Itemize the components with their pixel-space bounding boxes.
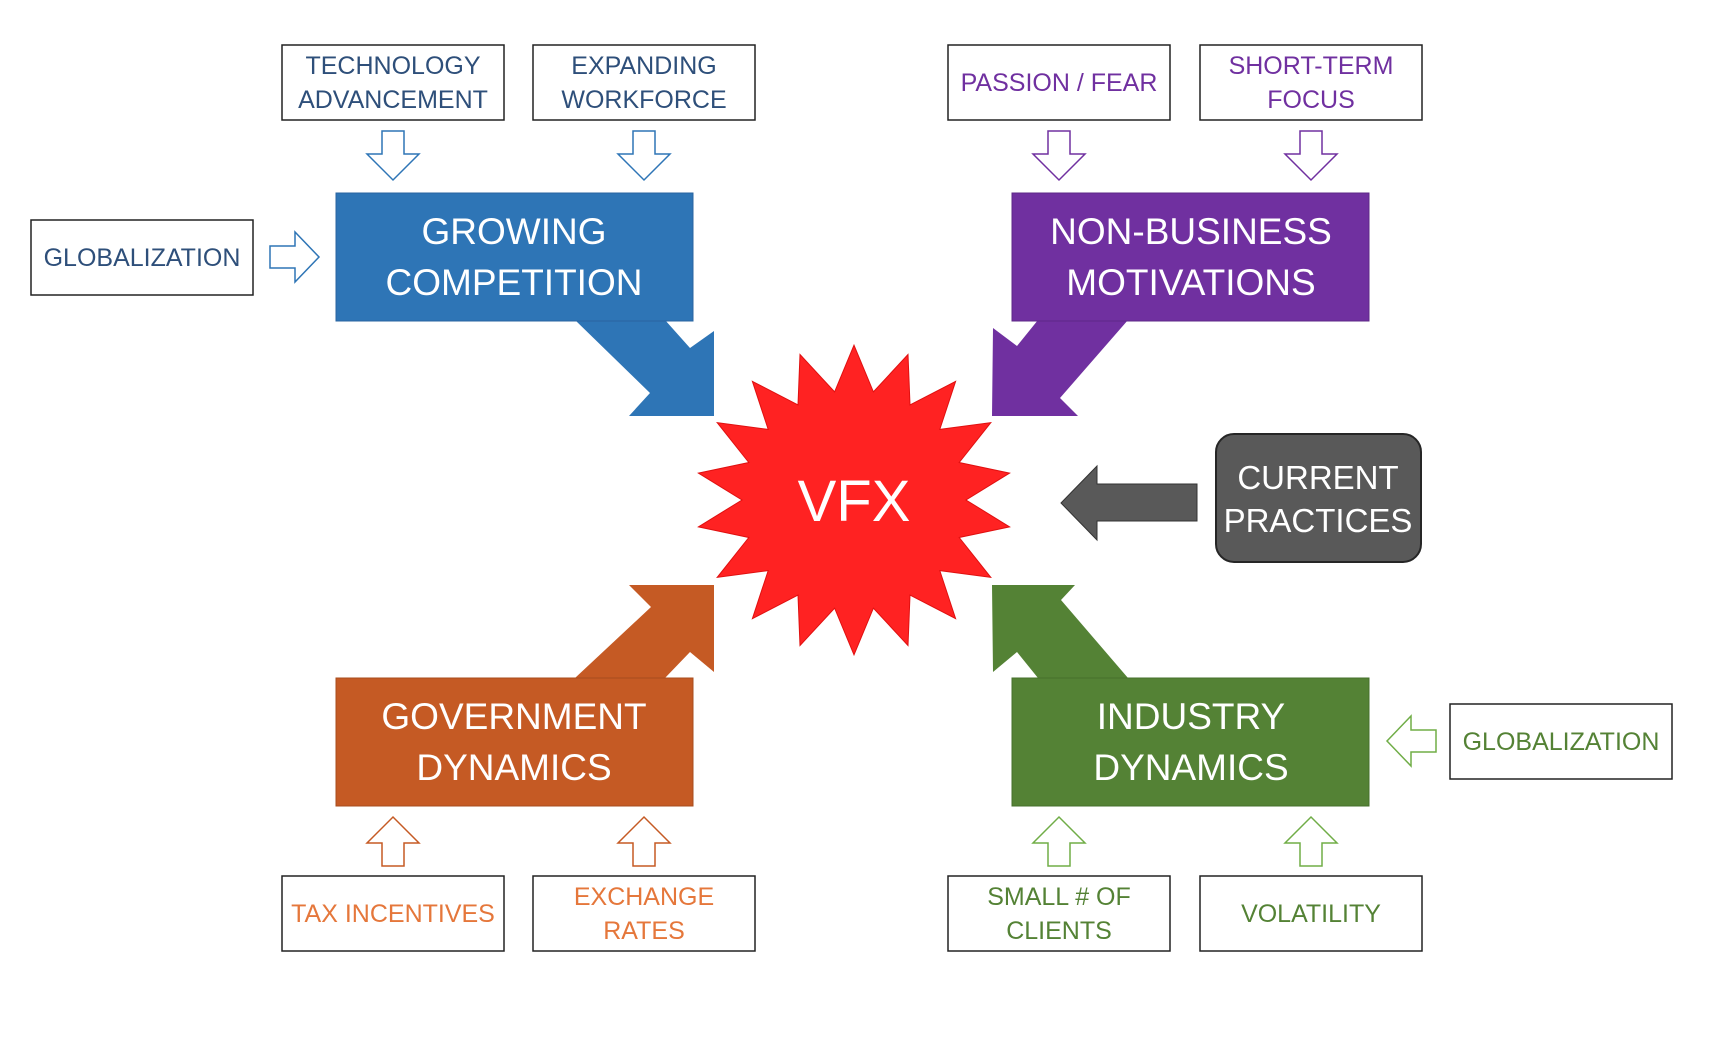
- arrow-government-to-vfx: [575, 585, 714, 678]
- factor-exchange-line-1: EXCHANGE: [574, 883, 714, 911]
- arrow-industry-to-vfx: [992, 585, 1128, 678]
- factor-short-term-line-1: SHORT-TERM: [1229, 52, 1394, 80]
- arrow-up-outline-icon: [1031, 815, 1087, 867]
- industry-dynamics-line-2: DYNAMICS: [1093, 747, 1288, 788]
- vfx-starburst-shape: [697, 343, 1011, 657]
- arrow-up-outline-icon: [616, 815, 672, 867]
- arrow-up-outline-icon: [365, 815, 421, 867]
- arrow-down-outline-icon: [1031, 130, 1087, 182]
- government-dynamics-box: GOVERNMENT DYNAMICS: [335, 677, 694, 807]
- factor-passion-fear-label: PASSION / FEAR: [961, 69, 1158, 97]
- growing-competition-line-1: GROWING: [422, 211, 607, 252]
- non-business-line-2: MOTIVATIONS: [1066, 262, 1315, 303]
- factor-passion-fear: PASSION / FEAR: [947, 44, 1171, 121]
- factor-short-term-line-2: FOCUS: [1267, 86, 1355, 114]
- factor-workforce-line-1: EXPANDING: [571, 52, 716, 80]
- factor-technology-advancement: TECHNOLOGY ADVANCEMENT: [281, 44, 505, 121]
- current-practices-line-2: PRACTICES: [1224, 502, 1413, 539]
- factor-small-clients: SMALL # OF CLIENTS: [947, 875, 1171, 952]
- factor-tax-incentives-label: TAX INCENTIVES: [291, 900, 495, 928]
- factor-small-clients-line-2: CLIENTS: [1006, 917, 1112, 945]
- non-business-motivations-box: NON-BUSINESS MOTIVATIONS: [1011, 192, 1370, 322]
- arrow-down-outline-icon: [365, 130, 421, 182]
- growing-competition-box: GROWING COMPETITION: [335, 192, 694, 322]
- factor-technology-line-1: TECHNOLOGY: [305, 52, 480, 80]
- industry-dynamics-line-1: INDUSTRY: [1097, 696, 1285, 737]
- factor-expanding-workforce: EXPANDING WORKFORCE: [532, 44, 756, 121]
- factor-exchange-line-2: RATES: [603, 917, 685, 945]
- arrow-competition-to-vfx: [575, 320, 714, 416]
- factor-tax-incentives: TAX INCENTIVES: [281, 875, 505, 952]
- arrow-motivations-to-vfx: [992, 320, 1128, 416]
- factor-volatility: VOLATILITY: [1199, 875, 1423, 952]
- government-dynamics-line-1: GOVERNMENT: [381, 696, 646, 737]
- current-practices-box: CURRENT PRACTICES: [1215, 433, 1422, 563]
- vfx-center-label: VFX: [798, 469, 911, 534]
- arrow-practices-to-vfx: [1060, 464, 1198, 542]
- factor-globalization-left: GLOBALIZATION: [30, 219, 254, 296]
- government-dynamics-line-2: DYNAMICS: [416, 747, 611, 788]
- factor-small-clients-line-1: SMALL # OF: [987, 883, 1131, 911]
- industry-dynamics-box: INDUSTRY DYNAMICS: [1011, 677, 1370, 807]
- current-practices-line-1: CURRENT: [1237, 459, 1398, 496]
- factor-technology-line-2: ADVANCEMENT: [298, 86, 488, 114]
- factor-workforce-line-2: WORKFORCE: [561, 86, 726, 114]
- factor-short-term-focus: SHORT-TERM FOCUS: [1199, 44, 1423, 121]
- arrow-right-outline-icon: [269, 230, 321, 284]
- factor-globalization-right: GLOBALIZATION: [1449, 703, 1673, 780]
- arrow-up-outline-icon: [1283, 815, 1339, 867]
- non-business-line-1: NON-BUSINESS: [1050, 211, 1332, 252]
- arrow-down-outline-icon: [1283, 130, 1339, 182]
- growing-competition-line-2: COMPETITION: [386, 262, 643, 303]
- arrow-left-outline-icon: [1385, 714, 1437, 768]
- factor-globalization-right-label: GLOBALIZATION: [1463, 728, 1660, 756]
- factor-volatility-label: VOLATILITY: [1241, 900, 1381, 928]
- factor-globalization-left-label: GLOBALIZATION: [44, 244, 241, 272]
- arrow-down-outline-icon: [616, 130, 672, 182]
- factor-exchange-rates: EXCHANGE RATES: [532, 875, 756, 952]
